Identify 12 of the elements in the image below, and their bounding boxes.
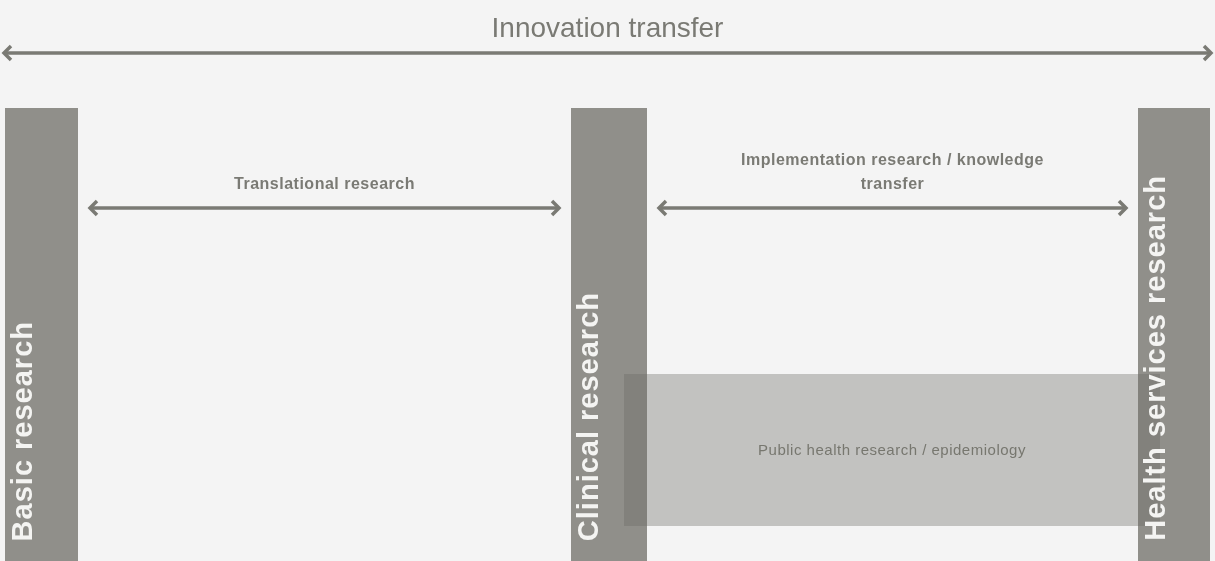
vertical-bar bbox=[5, 108, 78, 561]
bar-label: Basic research bbox=[5, 320, 39, 541]
vertical-bar bbox=[1138, 108, 1210, 561]
double-arrow bbox=[88, 199, 561, 217]
bar-label: Health services research bbox=[1138, 175, 1172, 541]
edge-label: Implementation research / knowledge transfer bbox=[740, 150, 1045, 194]
title-label: Innovation transfer bbox=[491, 12, 724, 44]
bar-label: Clinical research bbox=[571, 291, 605, 541]
box-label: Public health research / epidemiology bbox=[757, 440, 1027, 460]
vertical-bar bbox=[571, 108, 647, 561]
double-arrow bbox=[657, 199, 1128, 217]
edge-label: Translational research bbox=[234, 174, 415, 194]
